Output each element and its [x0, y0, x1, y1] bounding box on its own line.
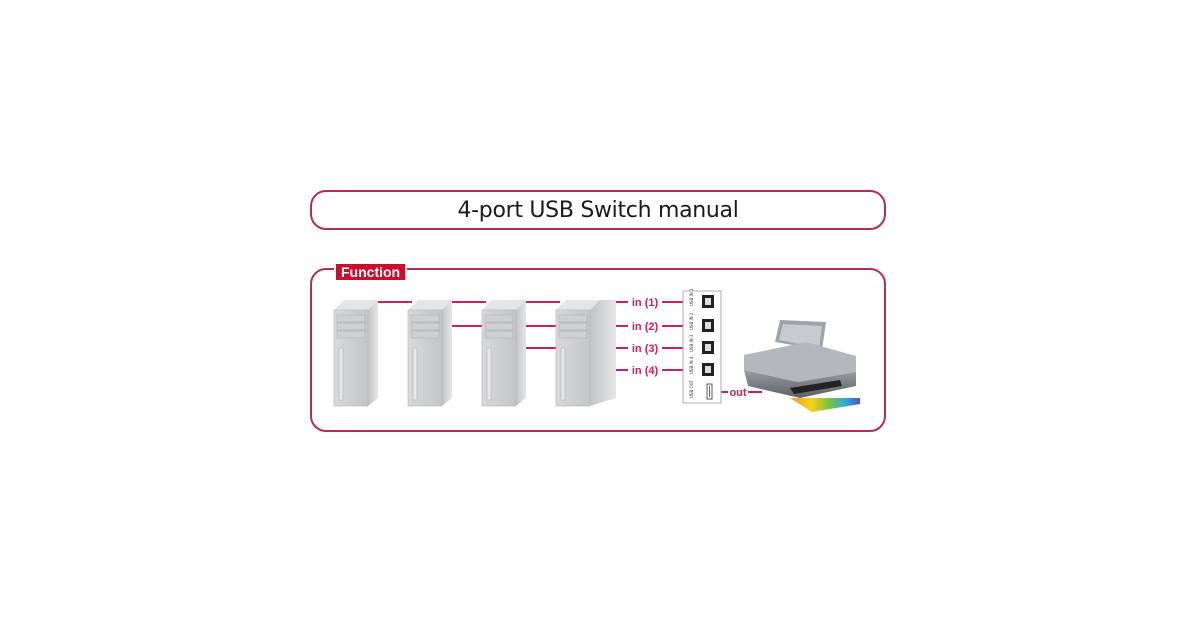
function-label: Function — [334, 262, 408, 282]
computer-tower-1 — [333, 300, 378, 407]
printer-icon — [744, 320, 860, 412]
usb-port-in-1: USB IN 1 — [689, 288, 714, 308]
svg-text:USB OUT: USB OUT — [689, 379, 694, 398]
port-label-in-4: in (4) — [632, 365, 659, 377]
port-label-in-3: in (3) — [632, 343, 659, 355]
svg-text:USB IN 3: USB IN 3 — [689, 334, 694, 352]
svg-text:USB IN 4: USB IN 4 — [689, 356, 694, 374]
svg-text:USB IN 1: USB IN 1 — [689, 288, 694, 306]
usb-switch-panel: USB IN 1 USB IN 2 USB IN 3 USB IN 4 USB … — [682, 288, 722, 404]
port-label-in-1: in (1) — [632, 297, 659, 309]
usb-port-in-2: USB IN 2 — [689, 312, 714, 332]
computer-tower-3 — [481, 300, 526, 407]
usb-port-in-4: USB IN 4 — [689, 356, 714, 376]
function-panel — [310, 268, 886, 432]
computer-tower-2 — [407, 300, 452, 407]
port-label-in-2: in (2) — [632, 321, 659, 333]
usb-port-out: USB OUT — [689, 379, 713, 400]
computer-tower-4 — [555, 300, 616, 407]
page-title: 4-port USB Switch manual — [457, 197, 739, 223]
title-box: 4-port USB Switch manual — [310, 190, 886, 230]
usb-port-in-3: USB IN 3 — [689, 334, 714, 354]
port-label-out: out — [729, 387, 746, 399]
input-labels: in (1) in (2) in (3) in (4) — [628, 296, 662, 377]
svg-text:USB IN 2: USB IN 2 — [689, 312, 694, 330]
